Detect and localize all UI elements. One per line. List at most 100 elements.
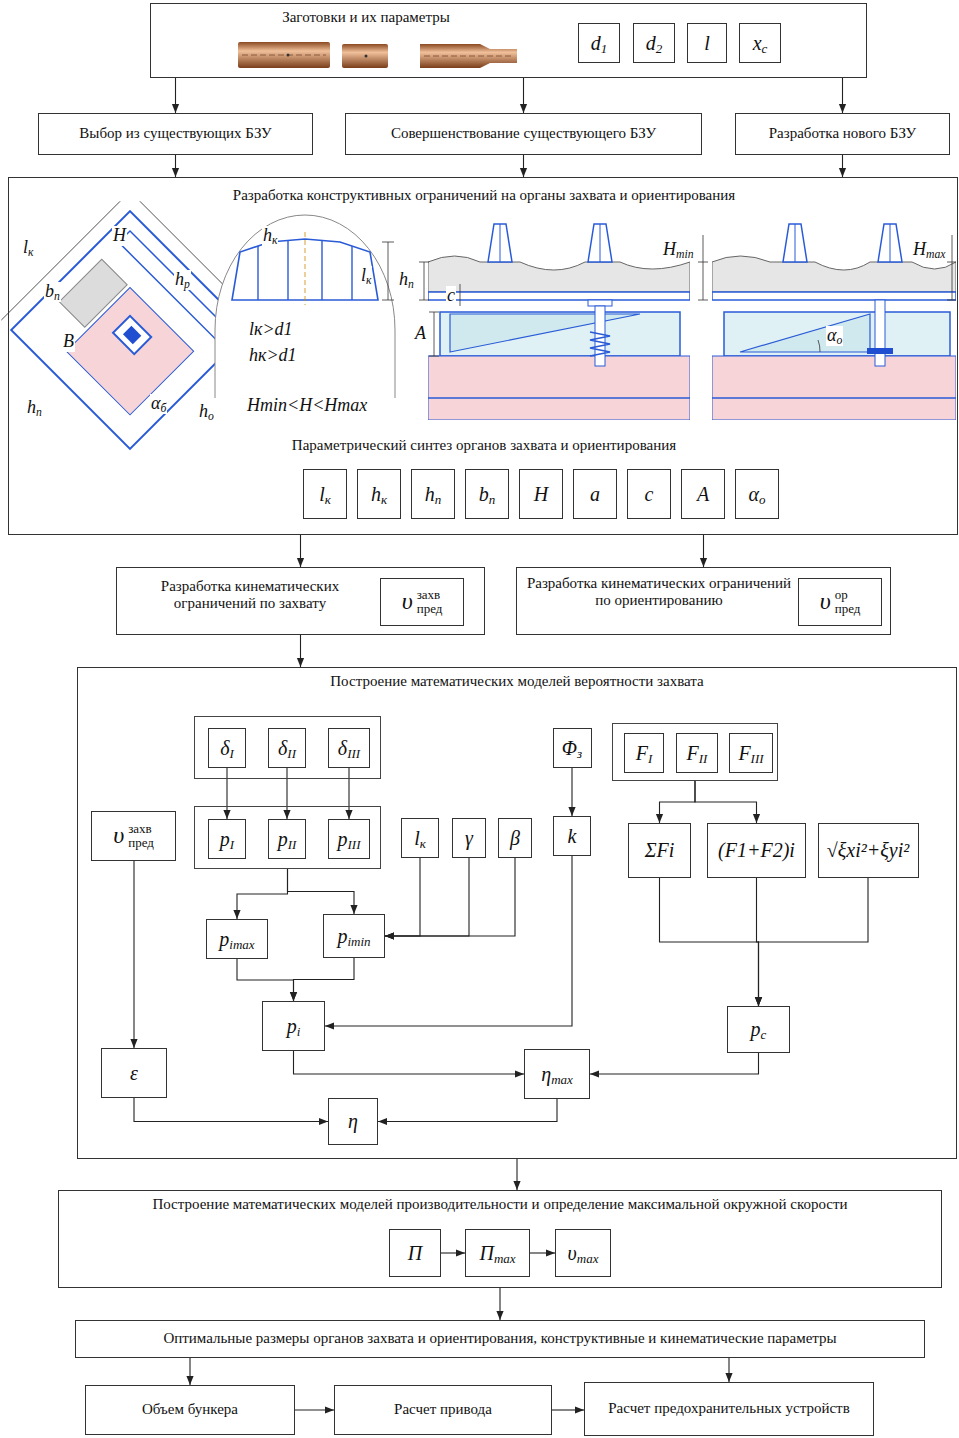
flow-arrow — [499, 1288, 500, 1320]
drawing-rect — [428, 356, 690, 420]
flow-arrow — [237, 959, 294, 1001]
parameter-box: γ — [452, 818, 486, 858]
flow-arrow — [552, 1409, 584, 1410]
parameter-box: η — [328, 1098, 378, 1145]
drawing-line — [419, 262, 429, 263]
dimension-label: hк — [262, 226, 278, 246]
parameter-symbol: lк — [410, 827, 430, 850]
drawing-rect — [712, 356, 956, 420]
drawing-line — [500, 224, 501, 262]
parameter-symbol: hп — [421, 483, 446, 506]
parameter-symbol: pIII — [334, 828, 365, 851]
flow-arrow — [294, 1051, 525, 1074]
drawing-line — [947, 300, 956, 301]
drawing-path — [428, 256, 690, 292]
parameter-symbol: pI — [216, 828, 238, 851]
parameter-symbol: H — [530, 483, 552, 506]
dimension-label: lк>d1 — [248, 320, 294, 340]
flow-arrow — [660, 878, 759, 1006]
drawing-rect — [712, 292, 956, 300]
parameter-box: Пmax — [465, 1229, 530, 1277]
drawing-path — [712, 256, 956, 292]
index-column: захвпред — [128, 822, 154, 849]
box-text: Разработка конструктивных ограничений на… — [9, 187, 959, 204]
parameter-symbol: pimax — [215, 928, 258, 951]
drawing-rect — [867, 348, 893, 354]
drawing-rect — [123, 326, 141, 344]
parameter-symbol: ηmax — [537, 1063, 577, 1086]
flow-arrow — [175, 155, 176, 177]
flow-arrow — [523, 155, 524, 177]
process-panel: Построение математических моделей произв… — [58, 1190, 942, 1288]
flow-arrow — [571, 768, 572, 816]
parameter-symbol: pi — [283, 1015, 305, 1038]
drawing-line — [434, 312, 435, 356]
parameter-symbol: bп — [475, 483, 500, 506]
drawing-line — [952, 235, 953, 300]
parameter-box: pimax — [206, 919, 268, 959]
process-panel: Построение математических моделей вероят… — [77, 667, 957, 1159]
parameter-box: (F1+F2)i — [707, 823, 806, 878]
parameter-symbol: l — [700, 32, 714, 55]
parameter-symbol: hк — [367, 483, 391, 506]
parameter-symbol: c — [641, 483, 658, 506]
parameter-symbol: pс — [747, 1018, 771, 1041]
flow-arrow — [294, 958, 355, 1001]
parameter-box: β — [498, 818, 532, 858]
drawing-line — [698, 262, 708, 263]
dimension-label: Hmin<H<Hmax — [246, 396, 368, 416]
drawing-path — [783, 224, 807, 262]
parameter-box: П — [389, 1229, 441, 1277]
parameter-symbol: ΣFi — [641, 839, 679, 862]
flow-arrow — [385, 858, 515, 936]
parameter-box: A — [681, 469, 725, 519]
process-panel: Заготовки и их параметрыd1d2lxc — [150, 3, 867, 78]
parameter-box: √ξxi²+ξyi² — [818, 823, 919, 878]
drawing-path — [450, 314, 640, 352]
dimension-label: bп — [44, 282, 61, 302]
flow-arrow — [325, 856, 572, 1026]
text-holder: Параметрический синтез органов захвата и… — [9, 437, 959, 454]
dimension-label: hо — [198, 402, 215, 422]
drawing-circle — [365, 55, 368, 58]
flow-arrow — [385, 858, 420, 936]
parameter-symbol: γ — [461, 827, 477, 850]
process-panel: Разработка кинематических ограничений по… — [516, 567, 891, 635]
flow-arrow — [286, 768, 287, 819]
text-holder: Разработка кинематических ограничений по… — [525, 575, 793, 610]
process-panel: Разработка кинематических ограничений по… — [116, 567, 485, 635]
parameter-box: bп — [465, 469, 509, 519]
drawing-line — [890, 224, 891, 262]
parameter-box: a — [573, 469, 617, 519]
drawing-rect — [588, 300, 612, 306]
drawing-rect — [238, 42, 330, 68]
drawing-line — [424, 262, 425, 300]
parameter-symbol: lк — [315, 483, 335, 506]
parameter-box: xc — [739, 23, 781, 63]
box-text: Заготовки и их параметры — [246, 9, 486, 26]
flow-arrow — [295, 1409, 334, 1410]
box-text: Разработка кинематических ограничений по… — [125, 578, 375, 613]
drawing-path — [878, 224, 902, 262]
drawing-line — [429, 312, 439, 313]
parameter-box: υорпред — [798, 578, 882, 626]
flow-arrow — [300, 535, 301, 567]
text-holder: Заготовки и их параметры — [246, 9, 486, 26]
section-max-figure — [712, 224, 956, 420]
flow-arrow — [842, 78, 843, 113]
parameter-box: k — [553, 816, 591, 856]
parameter-box: δI — [208, 728, 246, 768]
index-text: пред — [835, 602, 861, 616]
parameter-box: H — [519, 469, 563, 519]
process-panel: Разработка конструктивных ограничений на… — [8, 177, 958, 535]
parameter-symbol: Φз — [558, 737, 586, 760]
index-text: захв — [128, 822, 152, 836]
index-text: ор — [835, 588, 848, 602]
drawing-line — [424, 56, 514, 57]
parameter-box: lк — [401, 818, 439, 858]
drawing-line — [795, 224, 796, 262]
parameter-symbol: √ξxi²+ξyi² — [823, 839, 913, 862]
parameter-symbol: ε — [126, 1062, 142, 1085]
flow-arrow — [728, 1358, 729, 1382]
